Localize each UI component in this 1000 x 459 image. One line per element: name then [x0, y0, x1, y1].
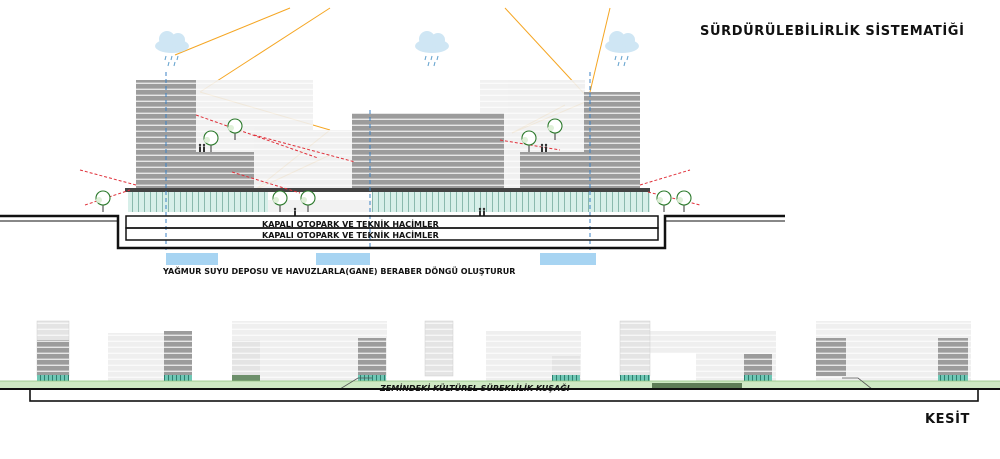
- person-icon: [544, 143, 548, 152]
- water-lines: [165, 72, 591, 250]
- section-label: KESİT: [925, 412, 971, 427]
- section-towers: [36, 320, 968, 377]
- section-glass-bases: [37, 375, 968, 383]
- tree-icon: [95, 190, 111, 213]
- section-ground-belt: [0, 377, 1000, 390]
- person-icon: [293, 207, 297, 216]
- rainwater-note: YAĞMUR SUYU DEPOSU VE HAVUZLARLA(GANE) B…: [163, 267, 516, 276]
- parking-level-2-label: KAPALI OTOPARK VE TEKNİK HACİMLER: [262, 231, 439, 240]
- person-icon: [198, 143, 202, 152]
- cultural-belt-label: ZEMİNDEKİ KÜLTÜREL SÜREKLİLİK KUŞAĞI: [380, 384, 570, 393]
- water-tanks: [166, 253, 596, 265]
- person-icon: [482, 207, 486, 216]
- rain-cloud-icon: [154, 30, 190, 67]
- page-title: SÜRDÜRÜLEBİLİRLİK SİSTEMATİĞİ: [700, 24, 965, 39]
- podium: [125, 188, 650, 212]
- person-icon: [540, 143, 544, 152]
- rain-cloud-icon: [604, 30, 640, 67]
- parking-level-1-label: KAPALI OTOPARK VE TEKNİK HACİMLER: [262, 220, 439, 229]
- person-icon: [478, 207, 482, 216]
- tree-icon: [676, 190, 692, 213]
- ground-and-basement: [0, 214, 785, 250]
- section-basement: [0, 388, 1000, 402]
- person-icon: [202, 143, 206, 152]
- rain-cloud-icon: [414, 30, 450, 67]
- tree-icon: [656, 190, 672, 213]
